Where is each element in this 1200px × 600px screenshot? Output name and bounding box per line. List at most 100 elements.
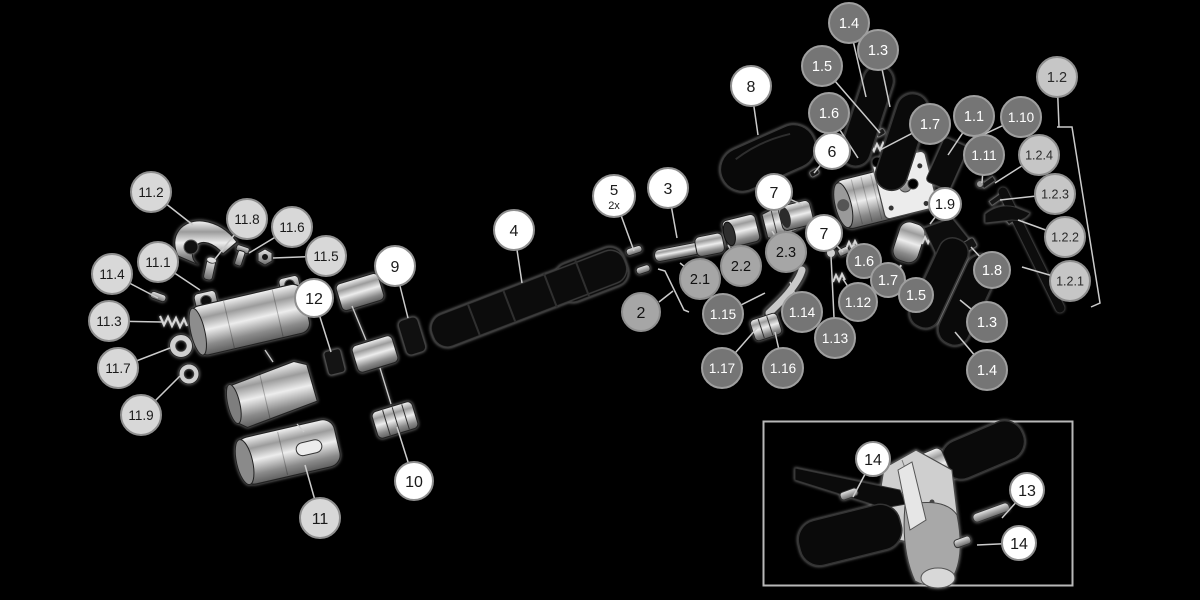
svg-text:1.15: 1.15	[710, 307, 736, 322]
callout-1.10: 1.10	[1000, 96, 1042, 138]
cup-part	[778, 200, 815, 231]
svg-text:1.8: 1.8	[982, 263, 1002, 279]
left-assembly-parts	[149, 220, 341, 486]
svg-text:1.2: 1.2	[1047, 70, 1067, 86]
spring-part	[158, 314, 189, 330]
svg-text:2.2: 2.2	[731, 259, 751, 275]
key-part-12	[323, 348, 346, 376]
svg-text:1.16: 1.16	[770, 361, 796, 376]
svg-text:9: 9	[391, 259, 400, 276]
callout-2.2: 2.2	[720, 245, 762, 287]
svg-text:2.1: 2.1	[690, 272, 710, 288]
callout-13: 13	[1009, 472, 1045, 508]
inset-pin-14-right	[953, 535, 972, 549]
callout-1.14: 1.14	[781, 291, 823, 333]
callout-10: 10	[394, 461, 434, 501]
svg-text:8: 8	[747, 79, 756, 96]
inset-pin-14-left	[839, 487, 859, 501]
cone-cylinder-part	[225, 360, 319, 429]
callout-1.6: 1.6	[846, 243, 882, 279]
ribbed-sleeve-part-10	[371, 401, 419, 439]
svg-text:13: 13	[1018, 483, 1036, 500]
svg-text:11: 11	[312, 511, 329, 528]
callout-11.2: 11.2	[130, 171, 172, 213]
callout-8: 8	[730, 65, 772, 107]
svg-text:1.12: 1.12	[845, 295, 871, 310]
callout-1.5: 1.5	[898, 277, 934, 313]
svg-text:2x: 2x	[608, 200, 620, 212]
callout-1.7: 1.7	[870, 262, 906, 298]
svg-text:1.1: 1.1	[964, 109, 984, 125]
callout-7: 7	[805, 214, 843, 252]
svg-text:11.8: 11.8	[234, 212, 259, 227]
callout-1.8: 1.8	[973, 251, 1011, 289]
middle-column-parts	[323, 272, 427, 439]
callout-1.3: 1.3	[857, 29, 899, 71]
callout-11.5: 11.5	[305, 235, 347, 277]
svg-text:1.5: 1.5	[812, 59, 832, 75]
inset-tool-drawing	[794, 419, 1026, 589]
callout-1.4: 1.4	[966, 349, 1008, 391]
inset-top-lever	[794, 467, 907, 509]
outlet-tube-part	[892, 221, 926, 264]
callout-6: 6	[813, 132, 851, 170]
svg-text:1.5: 1.5	[906, 288, 926, 304]
callout-1.2: 1.2	[1036, 56, 1078, 98]
svg-text:1.7: 1.7	[878, 273, 898, 289]
o-ring-part	[169, 334, 193, 358]
callout-11.1: 11.1	[137, 241, 179, 283]
callout-11.3: 11.3	[88, 300, 130, 342]
svg-text:11.1: 11.1	[145, 255, 170, 270]
callout-1.13: 1.13	[814, 317, 856, 359]
callout-1.2.3: 1.2.3	[1034, 173, 1076, 215]
callout-14: 14	[1001, 525, 1037, 561]
callout-2.1: 2.1	[679, 258, 721, 300]
svg-text:1.3: 1.3	[868, 43, 888, 59]
axis-lines-middle	[351, 305, 392, 405]
callout-1.3: 1.3	[966, 301, 1008, 343]
callout-12: 12	[294, 278, 334, 318]
svg-text:5: 5	[610, 182, 618, 199]
inset-trigger	[897, 461, 927, 531]
callout-1.12: 1.12	[838, 282, 878, 322]
callout-1.2.4: 1.2.4	[1018, 134, 1060, 176]
callout-11.8: 11.8	[226, 198, 268, 240]
callout-1.2.2: 1.2.2	[1044, 216, 1086, 258]
svg-text:1.4: 1.4	[977, 363, 997, 379]
sleeve-part-a	[335, 272, 385, 312]
callout-14: 14	[855, 441, 891, 477]
svg-text:14: 14	[864, 452, 882, 469]
barrel-part-4	[430, 246, 629, 348]
svg-text:1.17: 1.17	[709, 361, 735, 376]
blade-part-1-1	[926, 137, 968, 191]
callout-9: 9	[374, 245, 416, 287]
nose-cylinder-part	[234, 419, 341, 486]
callout-7: 7	[755, 173, 793, 211]
callout-3: 3	[647, 167, 689, 209]
callout-5: 52x	[592, 174, 636, 218]
axis-lines-left	[264, 349, 305, 433]
svg-text:11.3: 11.3	[96, 314, 121, 329]
cylinder-body-part	[188, 275, 311, 356]
hex-plug-part	[749, 312, 783, 342]
spacer-part-9	[397, 316, 427, 356]
elbow-tube-part	[763, 264, 808, 319]
svg-text:1.6: 1.6	[854, 254, 874, 270]
svg-text:11.4: 11.4	[99, 267, 125, 282]
svg-text:11.6: 11.6	[279, 220, 304, 235]
svg-text:1.9: 1.9	[935, 197, 955, 213]
callout-11.6: 11.6	[271, 206, 313, 248]
handle-eye-b	[907, 178, 919, 190]
ring-part-2-2	[721, 213, 761, 249]
svg-text:1.2.3: 1.2.3	[1041, 188, 1069, 202]
callout-1.6: 1.6	[808, 92, 850, 134]
sleeve-part-b	[351, 335, 399, 373]
callout-1.7: 1.7	[909, 103, 951, 145]
svg-text:1.2.1: 1.2.1	[1056, 275, 1084, 289]
svg-text:4: 4	[510, 223, 519, 240]
callout-1.5: 1.5	[801, 45, 843, 87]
svg-text:7: 7	[820, 226, 829, 243]
stud-part	[203, 256, 217, 281]
